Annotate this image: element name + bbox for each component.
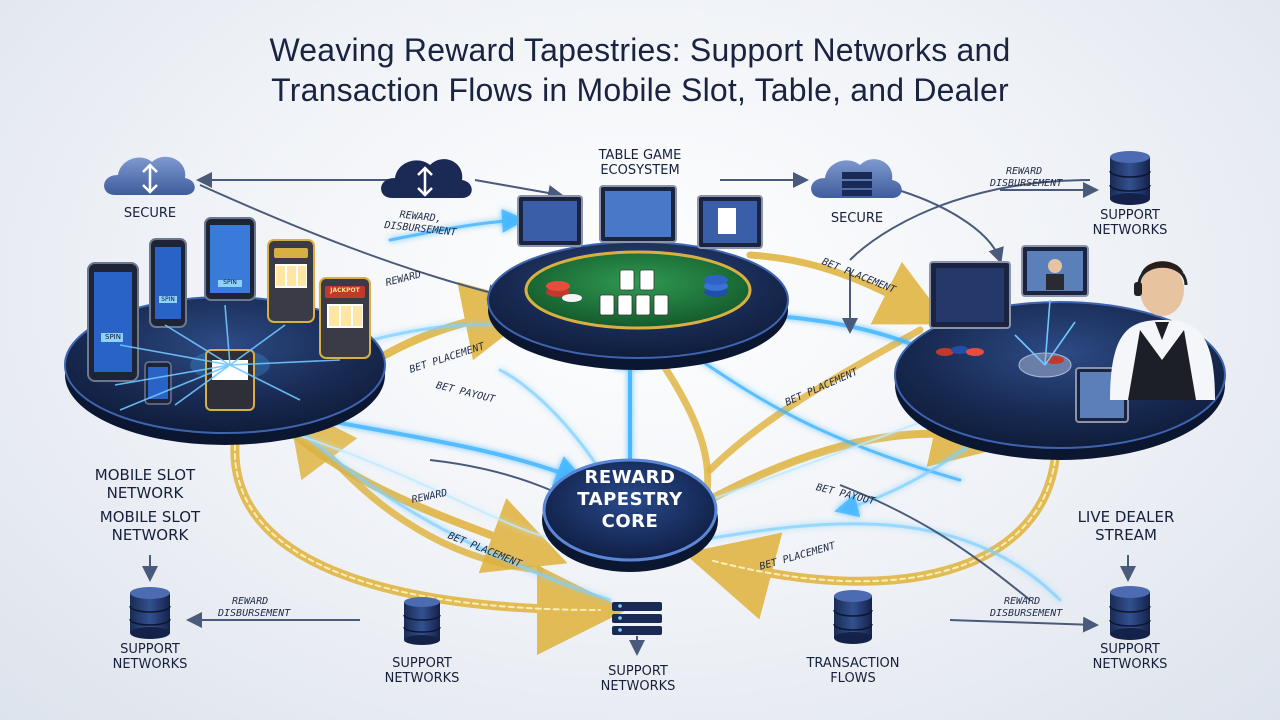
- slot-machine-group: [205, 239, 371, 411]
- blue-flow-6: [698, 358, 962, 482]
- jackpot-label: JACKPOT: [330, 287, 360, 294]
- support-networks-bottom-center: SUPPORT NETWORKS: [600, 664, 676, 694]
- connector-cloud-mid-to-table: [474, 179, 564, 201]
- table-ecosystem-label: TABLE GAME ECOSYSTEM: [598, 148, 682, 178]
- slot-hub-spokes: [114, 304, 341, 411]
- phone-group: [87, 217, 256, 405]
- connector-top-right-cross: [849, 179, 1091, 261]
- cloud-icon-left: [104, 156, 195, 195]
- flow-label-reward-disbursement-top-right: REWARD DISBURSEMENT: [990, 166, 1063, 189]
- mobile-slot-network-label-b: MOBILE SLOT NETWORK: [99, 508, 201, 544]
- live-dealer-stream-label: LIVE DEALER STREAM: [1077, 508, 1175, 544]
- phone-spin-label-1: SPIN: [105, 333, 121, 341]
- support-networks-bottom-mid-left: SUPPORT NETWORKS: [384, 656, 460, 686]
- blue-flow-9: [298, 428, 612, 602]
- database-icon-bottom-left: [129, 587, 171, 639]
- core-label: REWARD TAPESTRY CORE: [577, 467, 683, 532]
- reward-tapestry-core: [542, 458, 718, 572]
- connector-slot-diag: [199, 184, 504, 300]
- support-networks-bottom-right: SUPPORT NETWORKS: [1092, 642, 1168, 672]
- database-icon-top-right: [1109, 151, 1151, 205]
- flow-label-reward-disbursement-bottom-right: REWARD DISBURSEMENT: [990, 596, 1063, 619]
- dealer-hub-spokes: [1014, 299, 1076, 366]
- server-icon-bottom-center: [612, 602, 662, 635]
- table-game-platform: [487, 185, 789, 370]
- phone-spin-label-3: SPIN: [223, 279, 237, 286]
- gold-flow-table-to-dealer: [746, 251, 949, 325]
- blue-flow-10: [698, 522, 1062, 602]
- gold-flow-right-loop-inner: [709, 459, 1056, 583]
- gold-flow-left-loop-inner: [233, 444, 601, 611]
- cloud-icon-right: [811, 159, 902, 198]
- database-icon-transaction: [833, 590, 873, 644]
- transaction-flows-label: TRANSACTION FLOWS: [806, 656, 900, 686]
- poker-table-felt: [524, 250, 752, 330]
- database-icon-bottom-right: [1109, 586, 1151, 640]
- support-networks-top-right: SUPPORT NETWORKS: [1092, 208, 1168, 238]
- secure-label-right: SECURE: [830, 211, 884, 226]
- connector-bottom-right: [949, 616, 1099, 633]
- dealer-figure: [1110, 261, 1215, 400]
- connector-mid-diag-right: [839, 484, 1031, 601]
- blue-flow-3: [388, 208, 526, 242]
- blue-flow-5: [498, 368, 602, 472]
- chip-stack-left: [546, 281, 582, 302]
- page-title: Weaving Reward Tapestries: Support Netwo…: [0, 30, 1280, 110]
- page-title-line2: Transaction Flows in Mobile Slot, Table,…: [271, 72, 1009, 108]
- database-icon-bottom-mid-left: [403, 597, 441, 645]
- live-dealer-platform: [894, 245, 1226, 460]
- gold-flow-dealer-to-core: [706, 326, 924, 474]
- phone-spin-label-2: SPIN: [161, 296, 175, 303]
- secure-label-left: SECURE: [123, 206, 177, 221]
- mobile-slot-network-label-a: MOBILE SLOT NETWORK: [94, 466, 196, 502]
- chip-stack-right: [704, 275, 728, 297]
- page-title-line1: Weaving Reward Tapestries: Support Netwo…: [269, 32, 1011, 68]
- dealer-chips: [936, 346, 1064, 364]
- support-networks-bottom-left: SUPPORT NETWORKS: [112, 642, 188, 672]
- blue-flow-11: [249, 419, 561, 541]
- cloud-icon-mid: [381, 159, 472, 198]
- flow-label-reward-disbursement-bottom-left: REWARD DISBURSEMENT: [218, 596, 291, 619]
- playing-cards: [599, 269, 669, 316]
